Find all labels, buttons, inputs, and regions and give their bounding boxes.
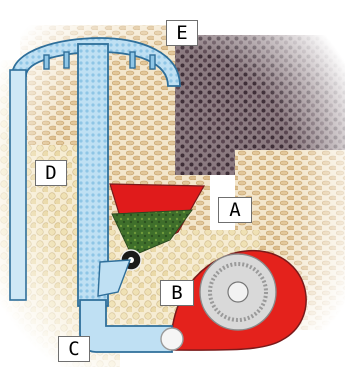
label-c: C — [58, 336, 90, 362]
label-a: A — [218, 197, 252, 223]
pipe-inlet-cap — [161, 328, 183, 350]
label-e: E — [166, 20, 198, 46]
fan-hub — [228, 282, 248, 302]
label-b: B — [160, 280, 194, 306]
label-d: D — [35, 160, 67, 186]
top-fade — [0, 0, 345, 22]
secondary-tube — [10, 70, 26, 300]
